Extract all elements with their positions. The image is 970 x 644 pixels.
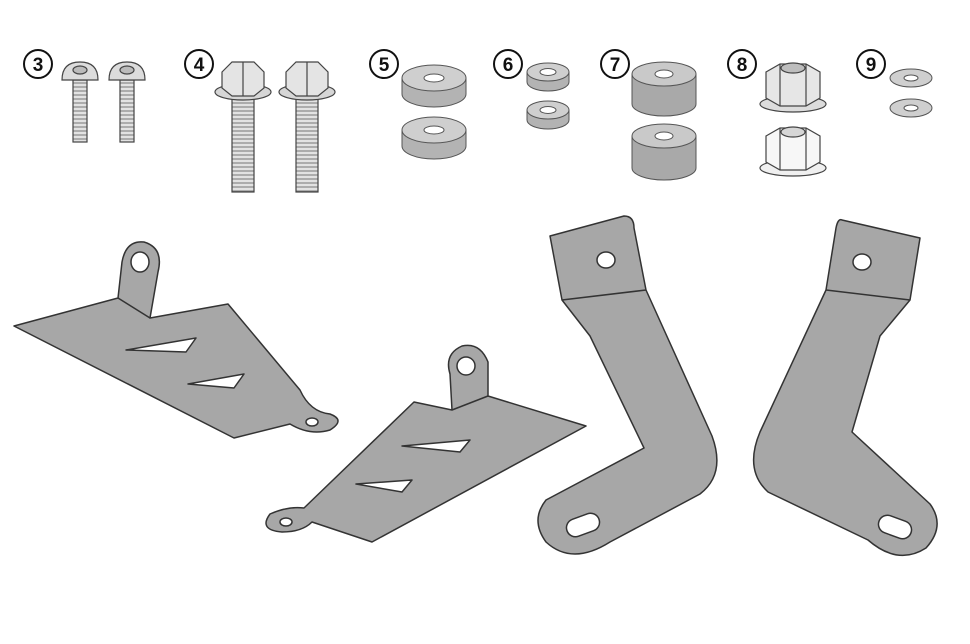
hex-flange-bolt-1: [214, 61, 272, 193]
thick-washer-1: [401, 64, 467, 108]
callout-3: 3: [23, 49, 53, 79]
slotted-plate-bracket-left: [13, 241, 339, 439]
callout-7-number: 7: [610, 55, 621, 76]
rubber-spacer-1: [631, 61, 697, 117]
callout-3-number: 3: [33, 55, 44, 76]
thick-washer-part: [401, 64, 467, 160]
l-shaped-bracket-left: [537, 215, 718, 555]
callout-5: 5: [369, 49, 399, 79]
rubber-spacer-part: [631, 61, 697, 181]
hex-flange-bolt-2: [278, 61, 336, 193]
l-shaped-bracket-right: [752, 218, 938, 557]
callout-4-number: 4: [194, 55, 205, 76]
flange-lock-nut-1: [759, 62, 827, 113]
thick-washer-2: [401, 116, 467, 160]
flat-washer-part: [889, 68, 933, 118]
small-spacer-part: [526, 62, 570, 130]
callout-9: 9: [856, 49, 886, 79]
rubber-spacer-2: [631, 123, 697, 181]
callout-6: 6: [493, 49, 523, 79]
callout-5-number: 5: [379, 55, 390, 76]
callout-6-number: 6: [503, 55, 514, 76]
button-head-screw-1: [61, 61, 99, 143]
flange-lock-nut-2: [759, 126, 827, 177]
small-spacer-2: [526, 100, 570, 130]
callout-8-number: 8: [737, 55, 748, 76]
flange-lock-nut-part: [759, 62, 827, 177]
flat-washer-1: [889, 68, 933, 88]
callout-8: 8: [727, 49, 757, 79]
slotted-plate-bracket-right: [265, 344, 587, 543]
callout-4: 4: [184, 49, 214, 79]
small-spacer-1: [526, 62, 570, 92]
callout-7: 7: [600, 49, 630, 79]
callout-9-number: 9: [866, 55, 877, 76]
button-head-screw-part: [61, 61, 146, 143]
button-head-screw-2: [108, 61, 146, 143]
flat-washer-2: [889, 98, 933, 118]
hex-flange-bolt-part: [214, 61, 336, 193]
